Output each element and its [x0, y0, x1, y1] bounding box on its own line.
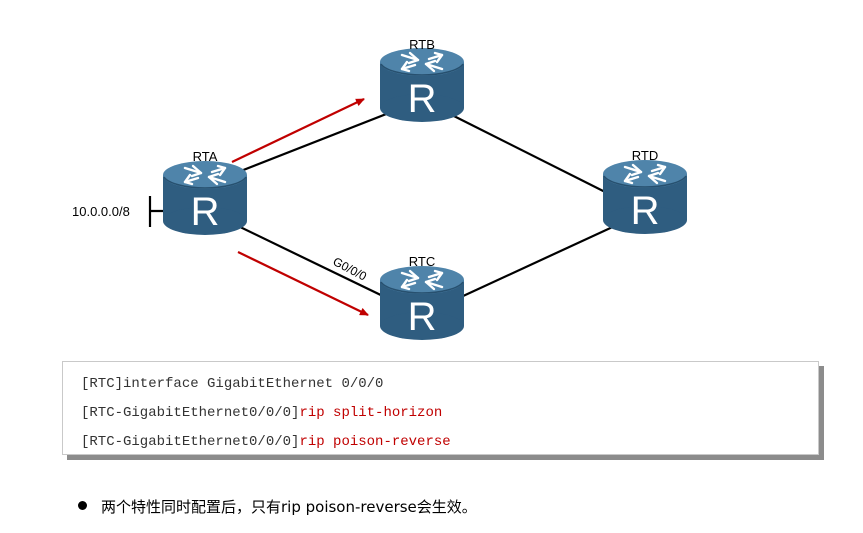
update-arrow-to-rtb: [231, 98, 365, 163]
code-line-2: [RTC-GigabitEthernet0/0/0]rip split-hori…: [81, 399, 818, 428]
code-line-3-prompt: [RTC-GigabitEthernet0/0/0]: [81, 434, 300, 450]
bullet-icon: [78, 501, 87, 510]
router-rtd-label: RTD: [632, 148, 658, 163]
code-line-3: [RTC-GigabitEthernet0/0/0]rip poison-rev…: [81, 428, 818, 457]
router-rtc: R: [378, 264, 466, 342]
config-code-box: [RTC]interface GigabitEthernet 0/0/0 [RT…: [62, 361, 819, 455]
router-rtb-label: RTB: [409, 37, 435, 52]
code-line-1: [RTC]interface GigabitEthernet 0/0/0: [81, 370, 818, 399]
router-rtd-symbol: R: [631, 189, 660, 233]
router-rtc-symbol: R: [408, 295, 437, 339]
code-line-3-command: rip poison-reverse: [299, 434, 451, 450]
router-rta-symbol: R: [191, 190, 220, 234]
router-rtc-label: RTC: [409, 254, 435, 269]
code-line-2-prompt: [RTC-GigabitEthernet0/0/0]: [81, 405, 300, 421]
update-arrow-to-rtc: [237, 251, 369, 316]
note-text: 两个特性同时配置后，只有rip poison-reverse会生效。: [101, 498, 477, 516]
router-rta-label: RTA: [193, 149, 218, 164]
router-rta: R: [161, 159, 249, 237]
router-rtd: R: [601, 158, 689, 236]
code-line-1-prompt: [RTC]interface GigabitEthernet 0/0/0: [81, 376, 384, 392]
network-topology-diagram: 10.0.0.0/8 G0/0/0 R RTA R RTB R RTC R RT…: [72, 37, 689, 342]
note-bullet-item: 两个特性同时配置后，只有rip poison-reverse会生效。: [78, 496, 477, 517]
code-line-2-command: rip split-horizon: [299, 405, 443, 421]
network-label: 10.0.0.0/8: [72, 204, 130, 219]
router-rtb-symbol: R: [408, 77, 437, 121]
router-rtb: R: [378, 46, 466, 124]
